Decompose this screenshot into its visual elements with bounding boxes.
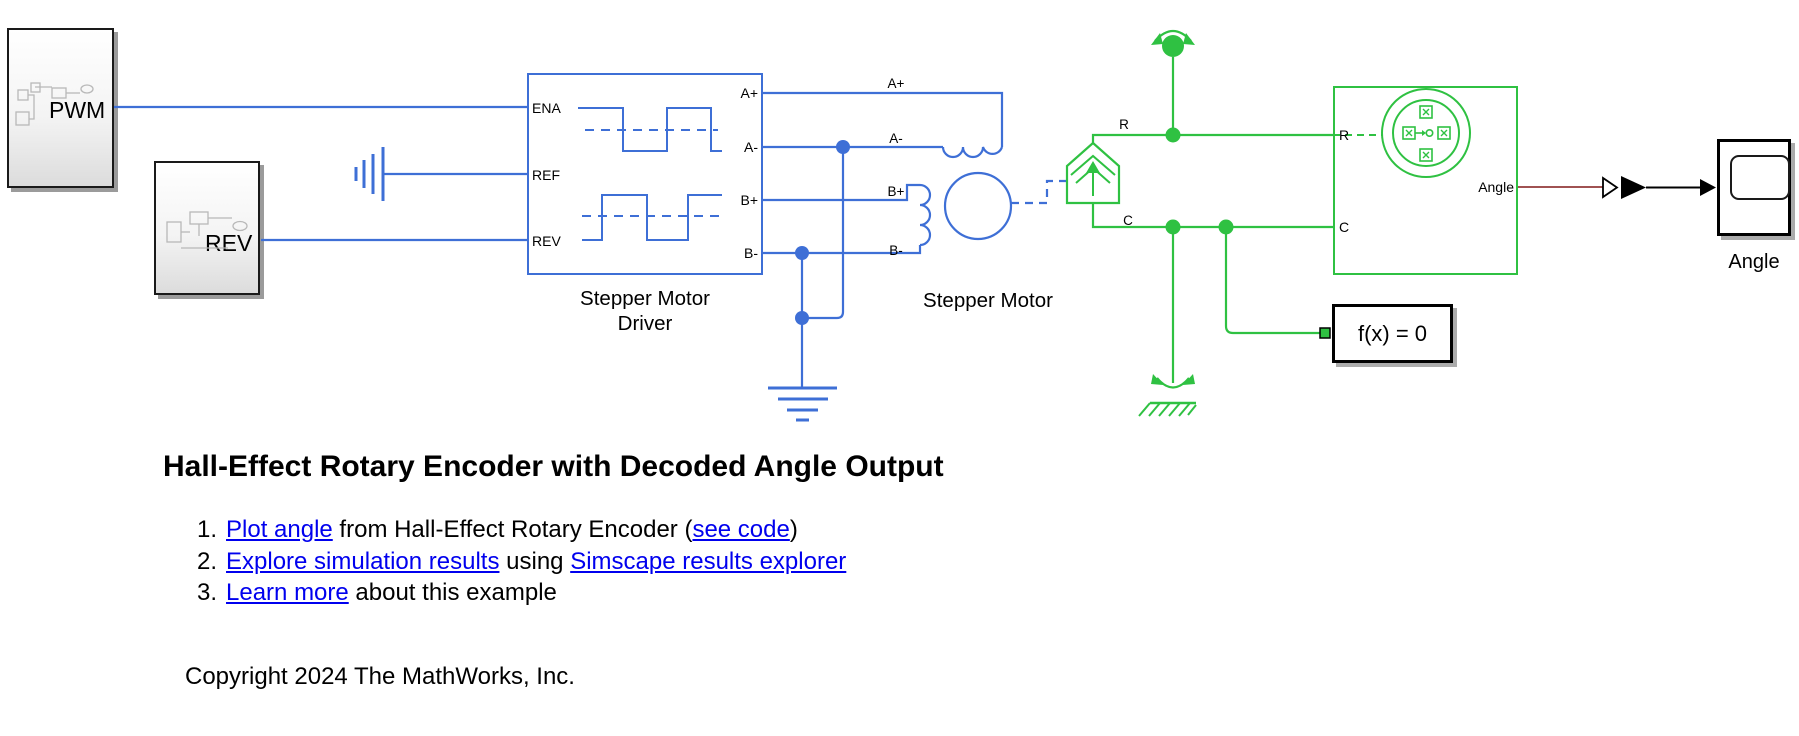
copyright-text: Copyright 2024 The MathWorks, Inc. bbox=[185, 663, 575, 690]
list-item-text: about this example bbox=[348, 579, 557, 606]
shaft-rotation-indicator[interactable] bbox=[1151, 29, 1195, 57]
signal-arrowhead-icon bbox=[1700, 179, 1716, 196]
driver-port-ena-label: ENA bbox=[532, 100, 561, 116]
list-number: 1. bbox=[197, 516, 218, 543]
driver-block-label: Stepper Motor Driver bbox=[580, 287, 710, 335]
list-item-text: from Hall-Effect Rotary Encoder ( bbox=[332, 516, 693, 543]
plot-angle-link[interactable]: Plot angle bbox=[226, 516, 333, 543]
a-minus-ground-branch-wire bbox=[802, 147, 845, 320]
rotational-reference-icon[interactable] bbox=[1138, 374, 1197, 417]
driver-port-b-minus-label: B- bbox=[744, 245, 758, 261]
stepper-motor-rotor-icon[interactable] bbox=[943, 171, 1013, 241]
list-item: 1. Plot angle from Hall-Effect Rotary Enc… bbox=[197, 514, 846, 546]
wire-label-c: C bbox=[1123, 213, 1133, 228]
wire-label-a-plus: A+ bbox=[887, 76, 905, 91]
driver-port-ref-label: REF bbox=[532, 167, 560, 183]
blue-junction-dots bbox=[795, 140, 850, 325]
encoder-port-angle-label: Angle bbox=[1478, 179, 1514, 195]
list-number: 2. bbox=[197, 547, 218, 575]
ref-ground-icon[interactable] bbox=[354, 147, 385, 201]
driver-port-rev-label: REV bbox=[532, 233, 561, 249]
green-junction-dots bbox=[1165, 127, 1234, 235]
driver-port-b-plus-label: B+ bbox=[740, 192, 758, 208]
converter-output-triangle-icon[interactable] bbox=[1621, 176, 1646, 199]
solver-configuration-block[interactable]: f(x) = 0 bbox=[1332, 304, 1453, 363]
model-title: Hall-Effect Rotary Encoder with Decoded … bbox=[163, 450, 944, 483]
solver-port bbox=[1319, 327, 1331, 339]
a-phase-coil-icon bbox=[941, 146, 1004, 159]
driver-port-a-plus-label: A+ bbox=[740, 85, 758, 101]
list-item: 2. Explore simulation results using Simsc… bbox=[197, 546, 846, 578]
pwm-subsystem-block[interactable]: PWM bbox=[7, 28, 114, 188]
wire-label-b-plus: B+ bbox=[887, 184, 905, 199]
scope-screen-icon bbox=[1730, 155, 1790, 200]
rev-subsystem-block[interactable]: REV bbox=[154, 161, 260, 295]
motion-sensor-icon[interactable] bbox=[1065, 141, 1121, 205]
wire-label-r: R bbox=[1119, 117, 1129, 132]
driver-port-a-minus-label: A- bbox=[744, 139, 758, 155]
list-number: 3. bbox=[197, 579, 218, 606]
stepper-motor-driver-block[interactable] bbox=[527, 73, 763, 275]
pwm-block-label: PWM bbox=[49, 97, 106, 123]
explore-results-link[interactable]: Explore simulation results bbox=[226, 547, 500, 575]
scope-block-label: Angle bbox=[1728, 251, 1780, 273]
list-item-text: using bbox=[499, 547, 571, 575]
scope-block[interactable] bbox=[1717, 139, 1791, 236]
model-notes-list: 1. Plot angle from Hall-Effect Rotary Enc… bbox=[197, 514, 846, 609]
encoder-port-c-label: C bbox=[1339, 219, 1350, 235]
ps-simulink-converter-icon[interactable] bbox=[1602, 176, 1619, 199]
rev-block-label: REV bbox=[205, 230, 253, 256]
list-item-text: ) bbox=[789, 516, 798, 543]
motor-shaft-dashed-wire bbox=[1011, 179, 1066, 205]
motor-block-label: Stepper Motor bbox=[923, 289, 1053, 312]
learn-more-link[interactable]: Learn more bbox=[226, 579, 349, 606]
solver-wire bbox=[1224, 227, 1320, 335]
wire-label-a-minus: A- bbox=[889, 131, 903, 146]
solver-block-label: f(x) = 0 bbox=[1357, 320, 1428, 346]
see-code-link[interactable]: see code bbox=[692, 516, 790, 543]
list-item: 3. Learn more about this example bbox=[197, 577, 846, 609]
wire-label-b-minus: B- bbox=[889, 243, 903, 258]
r-wire bbox=[1091, 133, 1333, 143]
encoder-port-r-label: R bbox=[1339, 127, 1350, 143]
b-phase-coil-icon bbox=[919, 183, 932, 247]
electrical-reference-icon[interactable] bbox=[768, 386, 837, 422]
results-explorer-link[interactable]: Simscape results explorer bbox=[570, 547, 847, 575]
